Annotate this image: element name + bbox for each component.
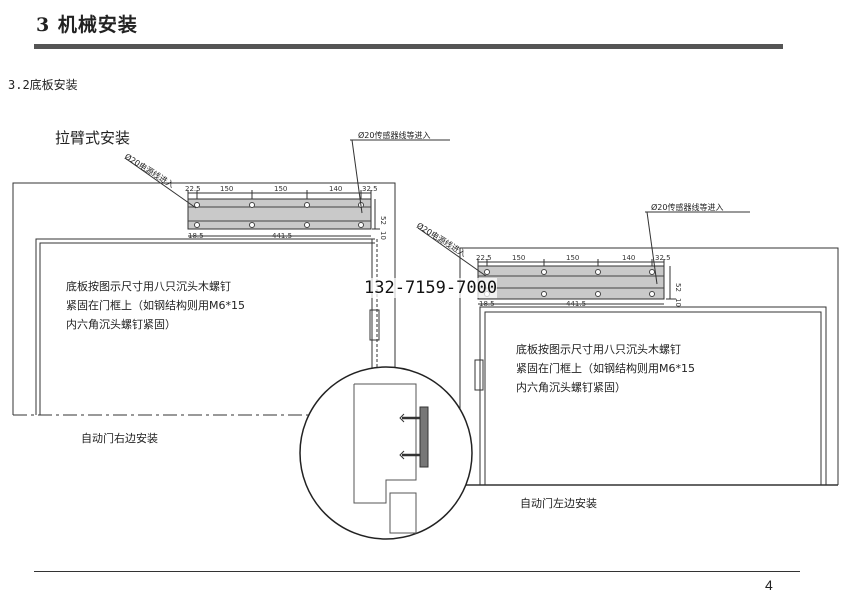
svg-text:52: 52	[379, 216, 387, 225]
left-power-cable-label: Ø20电源线进入	[123, 151, 176, 189]
detail-magnifier	[299, 366, 473, 540]
footer-rule	[34, 571, 800, 572]
right-base-plate	[477, 265, 665, 300]
svg-text:150: 150	[274, 185, 287, 193]
svg-text:22.5: 22.5	[185, 185, 201, 193]
left-install-note: 底板按图示尺寸用八只沉头木螺钉 紧固在门框上（如钢结构则用M6*15 内六角沉头…	[66, 280, 245, 331]
svg-text:10: 10	[379, 231, 387, 240]
right-door-frame-outer	[479, 306, 827, 485]
svg-text:441.5: 441.5	[566, 300, 586, 308]
right-sensor-cable-label: Ø20传感器线等进入	[651, 202, 723, 212]
svg-text:441.5: 441.5	[272, 232, 292, 240]
phone-watermark: 132-7159-7000	[364, 278, 498, 298]
svg-text:140: 140	[622, 254, 635, 262]
arm-install-label: 拉臂式安装	[55, 129, 131, 147]
page-number: 4	[765, 577, 773, 593]
svg-text:52: 52	[674, 283, 682, 292]
svg-text:150: 150	[220, 185, 233, 193]
right-caption: 自动门左边安装	[520, 497, 597, 510]
svg-text:10: 10	[674, 298, 682, 307]
left-door-frame-inner	[39, 242, 375, 415]
right-power-cable-label: Ø20电源线进入	[415, 220, 468, 258]
right-door-frame-inner	[484, 311, 822, 485]
chapter-rule	[34, 44, 783, 49]
svg-text:32.5: 32.5	[362, 185, 378, 193]
left-caption: 自动门右边安装	[81, 432, 158, 445]
chapter-title: 3 机械安装	[36, 14, 138, 36]
right-hinge	[474, 359, 484, 391]
section-title: 3.2底板安装	[8, 78, 78, 92]
svg-text:22.5: 22.5	[476, 254, 492, 262]
left-sensor-cable-label: Ø20传感器线等进入	[358, 130, 430, 140]
left-hinge	[369, 309, 380, 341]
svg-text:18.5: 18.5	[188, 232, 204, 240]
right-install-note: 底板按图示尺寸用八只沉头木螺钉 紧固在门框上（如钢结构则用M6*15 内六角沉头…	[516, 343, 695, 394]
left-base-plate	[187, 198, 372, 230]
svg-text:150: 150	[566, 254, 579, 262]
svg-text:150: 150	[512, 254, 525, 262]
svg-text:32.5: 32.5	[655, 254, 671, 262]
svg-text:140: 140	[329, 185, 342, 193]
svg-text:18.5: 18.5	[479, 300, 495, 308]
right-wall-outline	[459, 247, 839, 485]
left-door-frame-outer	[35, 238, 375, 415]
